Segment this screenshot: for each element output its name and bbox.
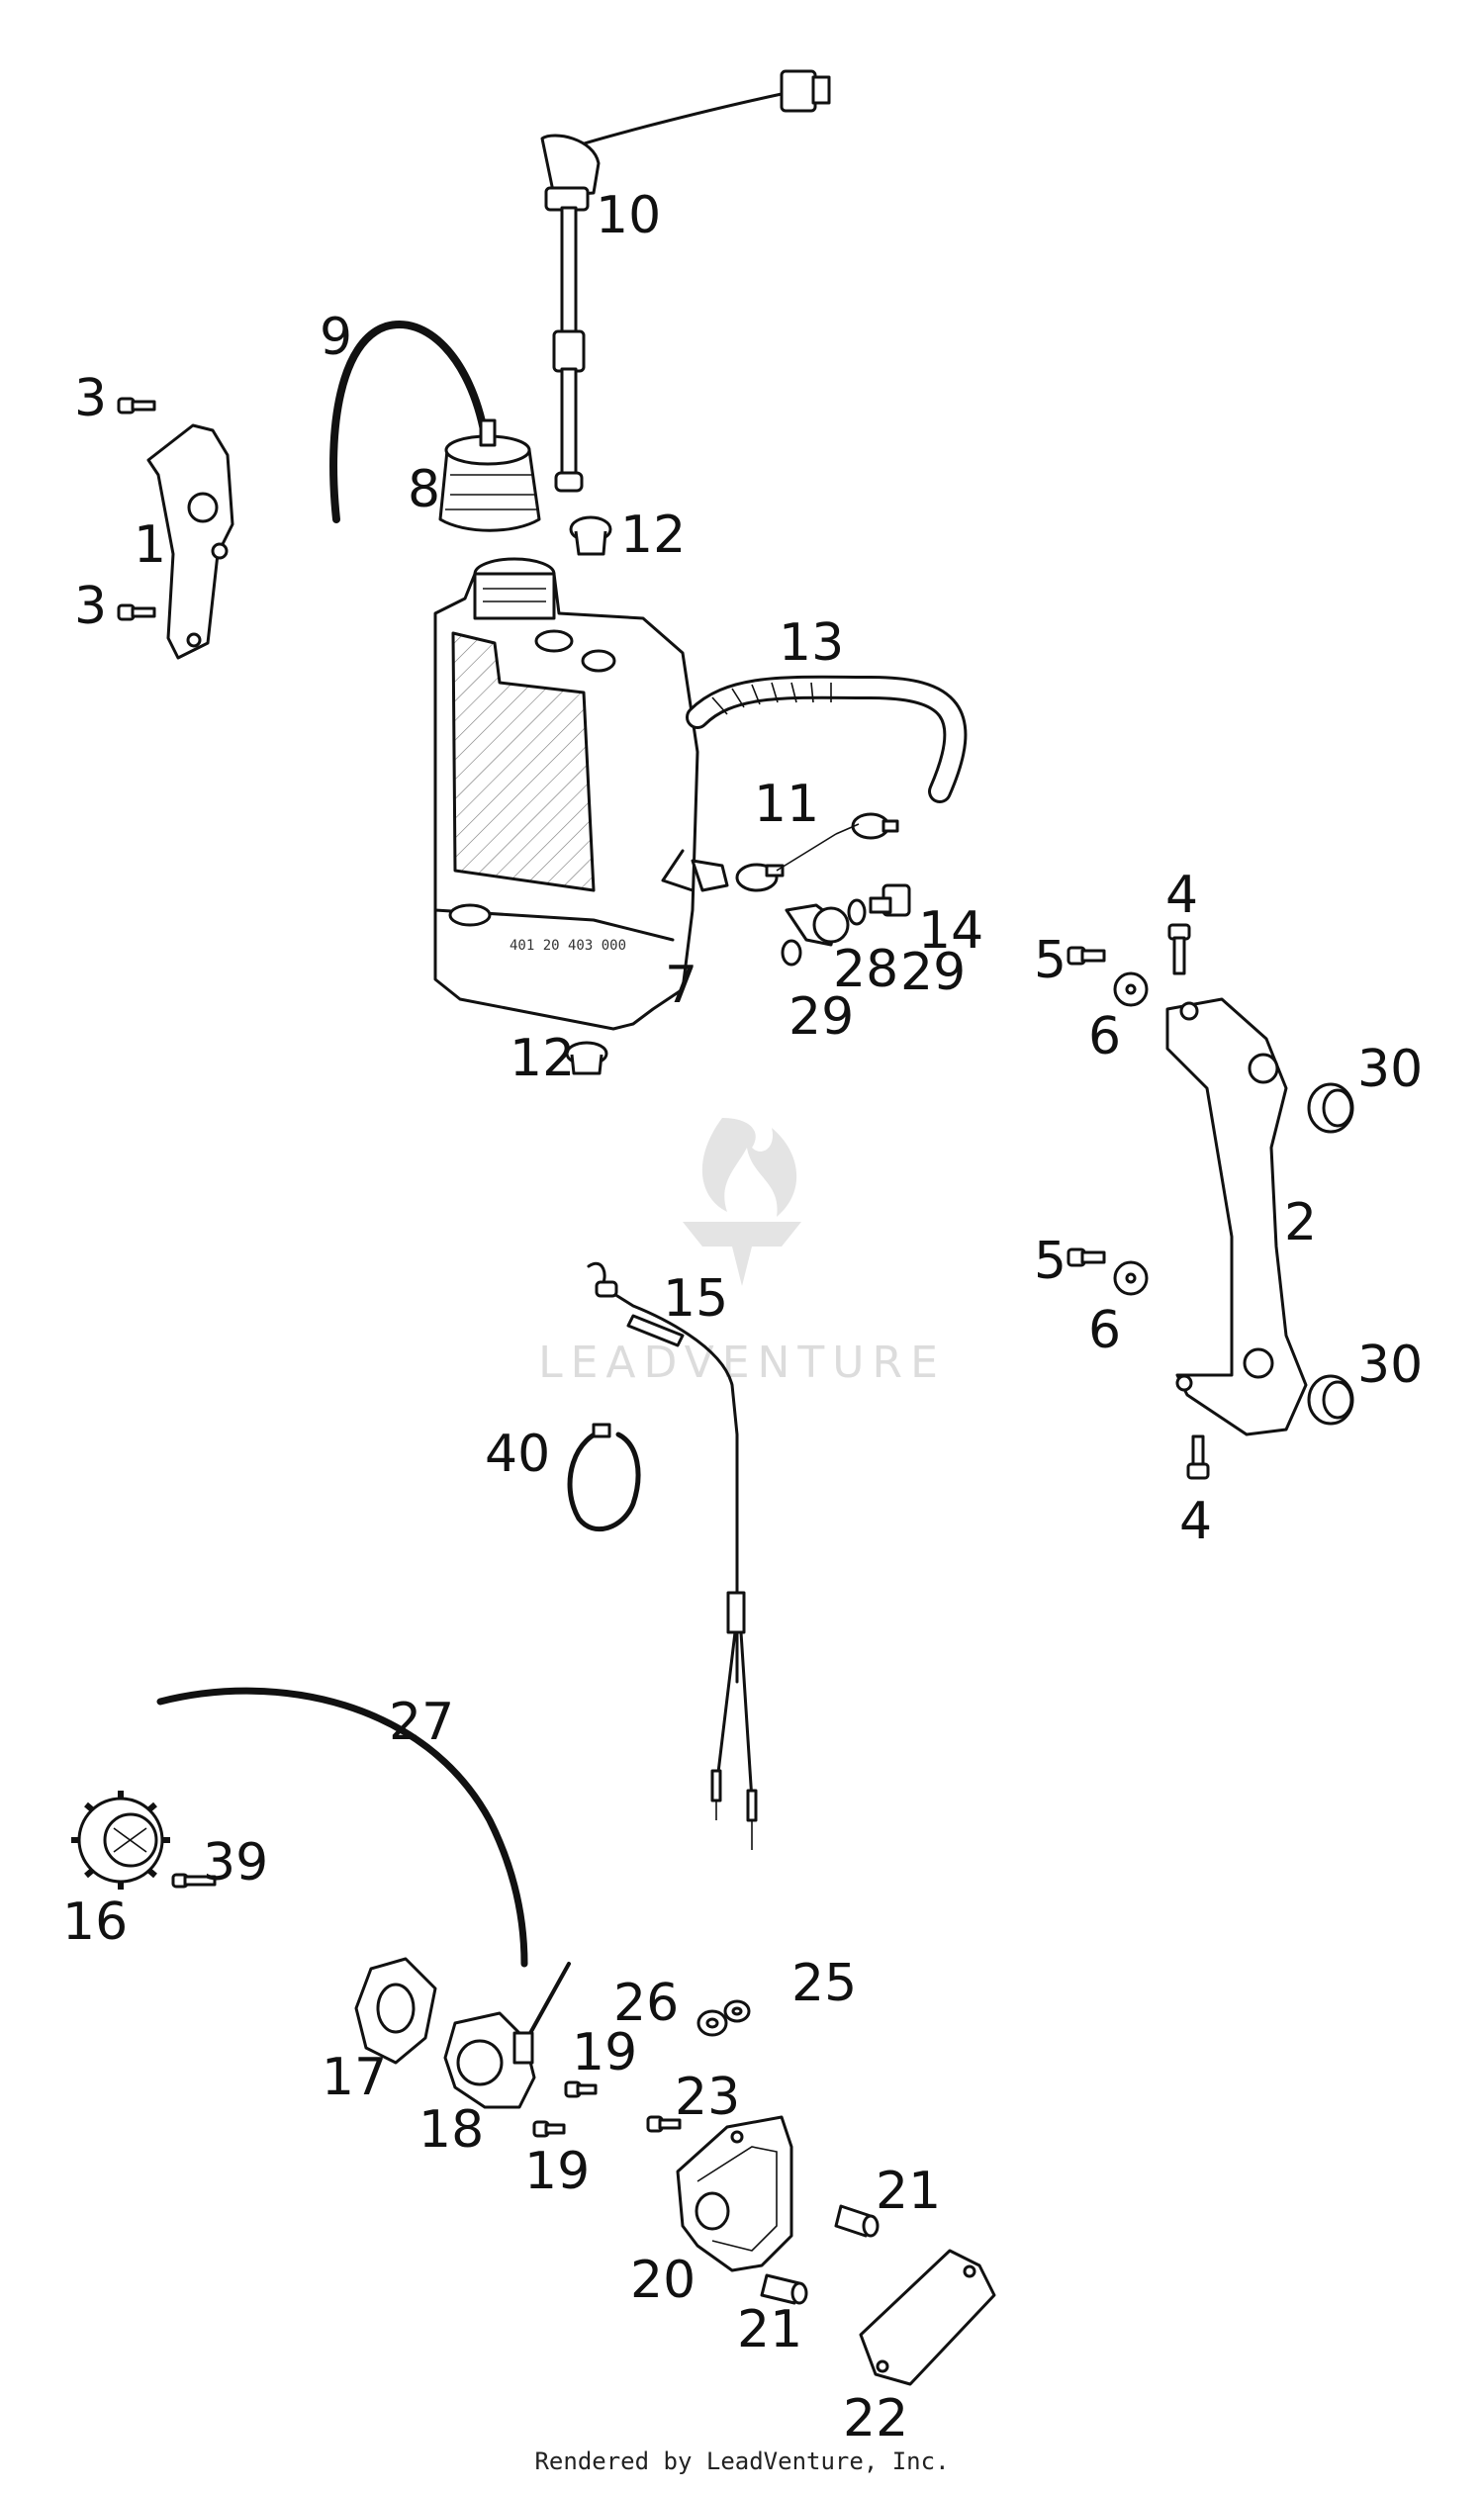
part-30-rubber-bottom[interactable] xyxy=(1307,1374,1354,1426)
part-3-screw-lower[interactable] xyxy=(117,603,156,621)
part-29-washer-right[interactable] xyxy=(847,898,867,926)
callout-40: 40 xyxy=(485,1425,550,1484)
callout-30-bottom: 30 xyxy=(1357,1336,1423,1395)
part-22-cover[interactable] xyxy=(859,2249,996,2386)
callout-11: 11 xyxy=(754,775,819,834)
part-15-cable[interactable] xyxy=(587,1262,758,1850)
part-39-screw[interactable] xyxy=(171,1873,217,1889)
watermark-text: LEADVENTURE xyxy=(538,1338,946,1388)
part-16-drive-gear[interactable] xyxy=(71,1791,170,1890)
callout-4-top: 4 xyxy=(1165,866,1198,925)
part-4-bolt-top[interactable] xyxy=(1167,923,1191,975)
part-20-pump-housing[interactable] xyxy=(676,2115,793,2272)
part-30-rubber-top[interactable] xyxy=(1307,1082,1354,1134)
part-12-grommet-lower[interactable] xyxy=(565,1041,608,1075)
callout-23: 23 xyxy=(675,2068,740,2127)
part-8-filler-cap[interactable] xyxy=(438,418,541,532)
callout-18: 18 xyxy=(418,2100,484,2160)
part-40-cable-tie[interactable] xyxy=(567,1423,641,1532)
part-17-gasket[interactable] xyxy=(354,1957,437,2065)
callout-21-upper: 21 xyxy=(876,2162,941,2221)
callout-25: 25 xyxy=(791,1954,857,2013)
callout-2: 2 xyxy=(1284,1193,1317,1252)
part-21-pin-upper[interactable] xyxy=(834,2204,880,2238)
callout-12-upper: 12 xyxy=(620,506,686,565)
callout-27: 27 xyxy=(389,1693,454,1752)
callout-14: 14 xyxy=(918,901,983,961)
callout-1: 1 xyxy=(134,515,166,575)
callout-13: 13 xyxy=(779,613,844,673)
callout-29-right: 29 xyxy=(900,943,966,1002)
footer-credit: Rendered by LeadVenture, Inc. xyxy=(534,2448,950,2475)
part-1-bracket[interactable] xyxy=(146,423,234,660)
part-6-washer-top[interactable] xyxy=(1113,971,1149,1007)
part-19-screw-upper[interactable] xyxy=(564,2080,598,2098)
callout-3-lower: 3 xyxy=(74,577,107,636)
callout-8: 8 xyxy=(408,460,440,519)
callout-19-lower: 19 xyxy=(524,2142,590,2201)
part-14-banjo-bolt[interactable] xyxy=(869,883,911,917)
svg-text:401 20 403 000: 401 20 403 000 xyxy=(510,938,626,954)
callout-9: 9 xyxy=(320,308,352,367)
part-3-screw-upper[interactable] xyxy=(117,397,156,415)
callout-5-bottom: 5 xyxy=(1034,1232,1067,1291)
part-2-frame-bracket[interactable] xyxy=(1165,997,1308,1436)
part-9-breather-hose[interactable] xyxy=(329,321,489,523)
callout-30-top: 30 xyxy=(1357,1040,1423,1099)
callout-7: 7 xyxy=(665,956,697,1015)
callout-16: 16 xyxy=(62,1893,128,1952)
part-26-seal[interactable] xyxy=(696,2009,728,2037)
callout-29-left: 29 xyxy=(788,987,854,1047)
part-6-washer-bottom[interactable] xyxy=(1113,1260,1149,1296)
callout-28: 28 xyxy=(833,940,898,999)
part-10-level-sensor[interactable] xyxy=(540,69,831,493)
callout-12-lower: 12 xyxy=(510,1029,575,1088)
callout-26: 26 xyxy=(613,1974,679,2033)
callout-21-lower: 21 xyxy=(737,2300,802,2359)
watermark: LEADVENTURE xyxy=(538,1118,946,1388)
part-25-washer[interactable] xyxy=(723,1999,751,2023)
part-27-oil-line[interactable] xyxy=(156,1687,528,1968)
part-28-banjo-fitting[interactable] xyxy=(785,903,850,947)
part-7-oil-tank[interactable]: 401 20 403 000 xyxy=(433,557,729,1031)
part-18-oil-pump[interactable] xyxy=(443,1962,571,2109)
callout-6-top: 6 xyxy=(1088,1007,1121,1066)
part-29-washer-left[interactable] xyxy=(781,939,802,967)
callout-4-bottom: 4 xyxy=(1179,1492,1212,1551)
part-11-hose-clamps[interactable] xyxy=(735,812,899,892)
callout-19-upper: 19 xyxy=(572,2023,637,2082)
callout-39: 39 xyxy=(203,1833,268,1893)
callout-3-upper: 3 xyxy=(74,369,107,428)
callout-labels: 1 2 3 3 4 4 5 5 6 6 7 8 9 10 11 12 12 13… xyxy=(62,186,1423,2448)
callout-20: 20 xyxy=(630,2251,696,2310)
part-5-bolt-top[interactable] xyxy=(1067,946,1106,966)
callout-5-top: 5 xyxy=(1034,931,1067,990)
part-23-screw[interactable] xyxy=(646,2115,682,2133)
callout-22: 22 xyxy=(843,2389,908,2448)
part-19-screw-lower[interactable] xyxy=(532,2120,566,2138)
callout-17: 17 xyxy=(322,2048,387,2107)
callout-10: 10 xyxy=(596,186,661,245)
part-12-grommet-upper[interactable] xyxy=(569,515,612,556)
part-4-bolt-bottom[interactable] xyxy=(1186,1434,1210,1480)
callout-15: 15 xyxy=(663,1269,728,1329)
part-5-bolt-bottom[interactable] xyxy=(1067,1247,1106,1267)
callout-6-bottom: 6 xyxy=(1088,1301,1121,1360)
part-21-pin-lower[interactable] xyxy=(760,2273,808,2305)
